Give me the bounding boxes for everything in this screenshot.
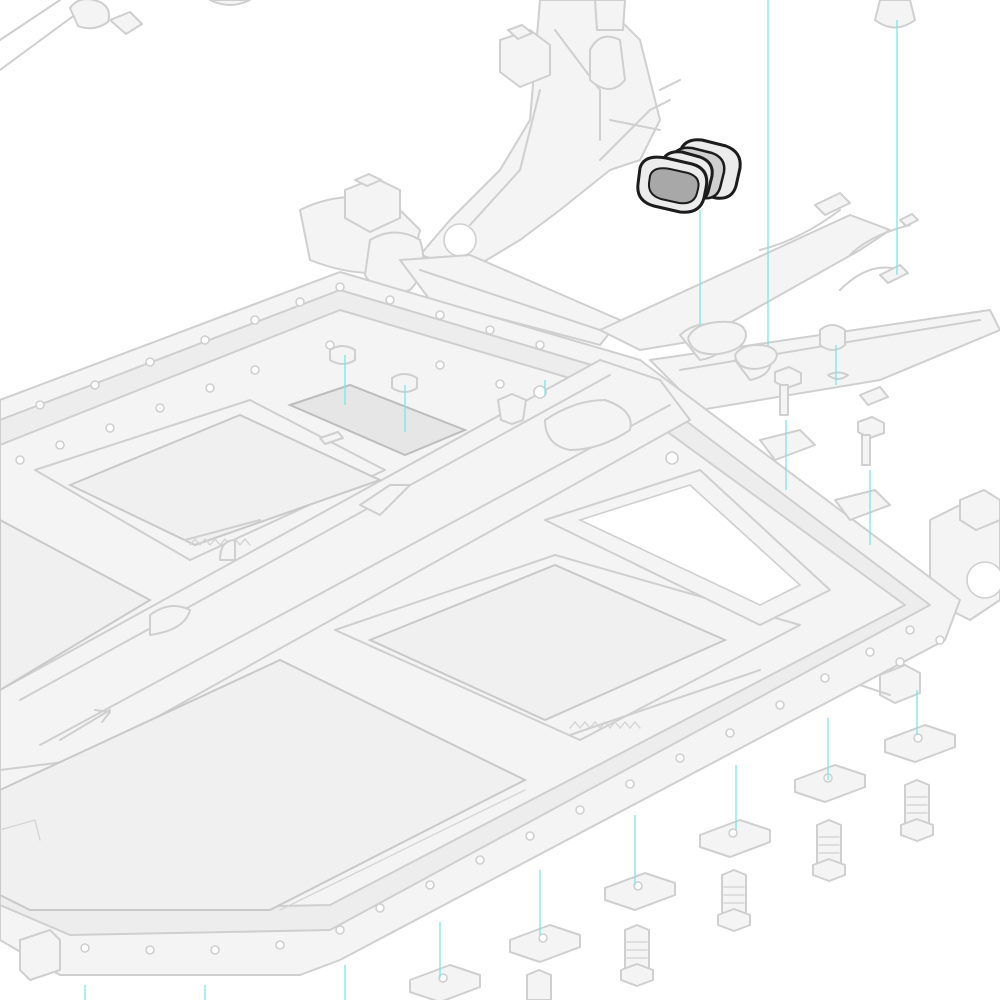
battery-tray-frame	[0, 271, 961, 981]
leader-lines	[84, 0, 918, 1000]
bottom-bolts	[526, 779, 934, 1000]
installed-grommets	[687, 320, 778, 370]
upper-subframe	[0, 0, 681, 346]
grommet-icon[interactable]	[636, 138, 742, 214]
bottom-nut-clips	[409, 724, 956, 1000]
rim-bolt-holes	[15, 282, 945, 955]
